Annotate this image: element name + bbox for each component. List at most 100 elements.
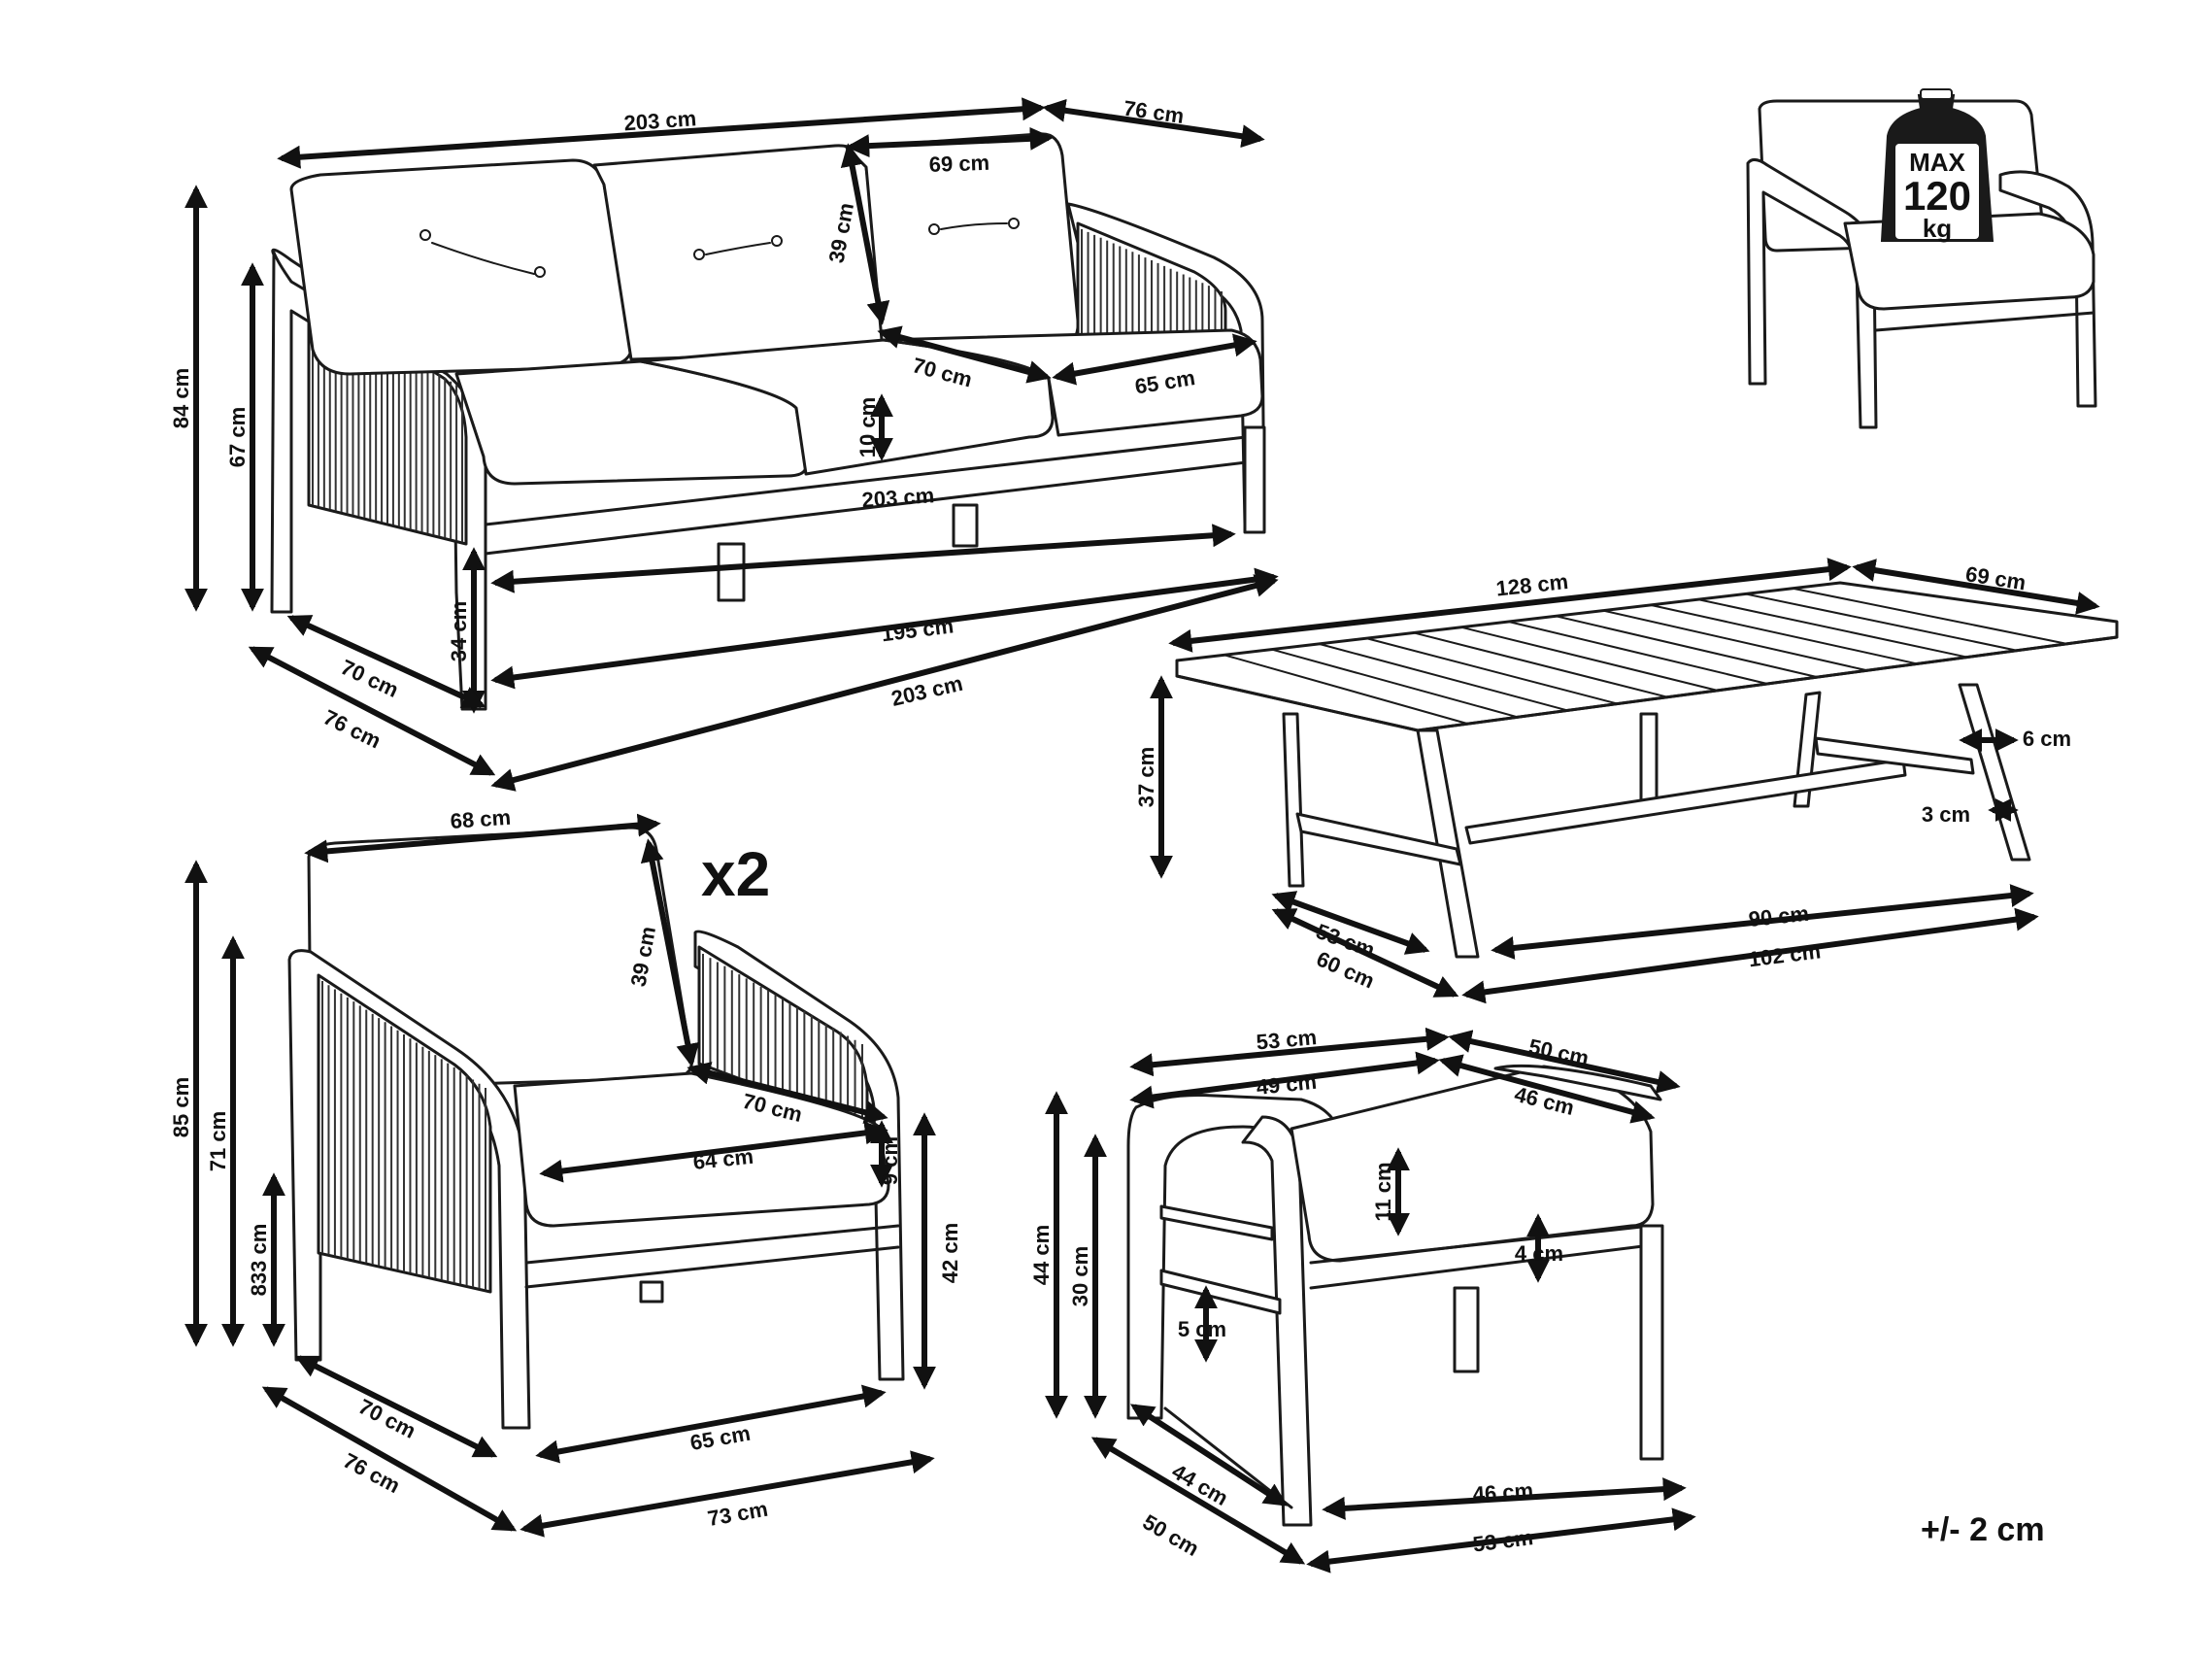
dim-label-sofa-back-width: 69 cm bbox=[928, 151, 989, 177]
dim-line-sofa-base-width bbox=[490, 574, 1279, 792]
weight-icon: MAX 120 kg bbox=[1880, 88, 1994, 243]
dim-sofa-leg-width: 195 cm bbox=[490, 567, 1279, 690]
dim-table-bar-thick: 3 cm bbox=[1922, 798, 2019, 827]
dim-chair-height: 85 cm bbox=[169, 860, 208, 1347]
dim-chair-seat-width: 64 cm bbox=[539, 1121, 888, 1183]
dim-sofa-cushion: 10 cm bbox=[855, 393, 893, 461]
dim-stool-total-width: 53 cm bbox=[1306, 1507, 1696, 1574]
dim-label-stool-width-in: 49 cm bbox=[1255, 1069, 1318, 1100]
dim-label-chair-cushion: 9 cm bbox=[878, 1136, 902, 1185]
dim-chair-arm-height: 71 cm bbox=[206, 935, 245, 1347]
dim-stool-bar: 5 cm bbox=[1178, 1285, 1226, 1363]
dim-chair-seat-height: 833 cm bbox=[247, 1172, 285, 1347]
dim-label-chair-back-width: 68 cm bbox=[450, 805, 512, 833]
dim-line-chair-seat-width bbox=[539, 1121, 888, 1183]
dim-label-chair-seat-height: 833 cm bbox=[247, 1224, 271, 1297]
dim-chair-base-width: 65 cm bbox=[535, 1384, 887, 1464]
dim-label-table-outer-width: 102 cm bbox=[1747, 938, 1822, 971]
dim-line-table-length bbox=[1168, 558, 1852, 653]
dim-sofa-inner-width: 203 cm bbox=[490, 483, 1236, 593]
weight-capacity-thumbnail: MAX 120 kg bbox=[1746, 88, 2097, 429]
dim-line-stool-base-width bbox=[1322, 1477, 1687, 1520]
dim-label-table-leg-thick: 6 cm bbox=[2023, 727, 2071, 751]
dim-line-sofa-inner-width bbox=[490, 524, 1236, 593]
dim-label-chair-depth-side2: 76 cm bbox=[339, 1448, 404, 1498]
dim-label-chair-arm-height: 71 cm bbox=[206, 1111, 230, 1171]
dim-label-sofa-arm-height: 67 cm bbox=[225, 407, 250, 467]
dim-sofa-height: 84 cm bbox=[169, 185, 208, 612]
dim-line-chair-depth-side1 bbox=[294, 1355, 498, 1458]
dim-line-sofa-width-top bbox=[277, 97, 1046, 169]
chair-left-rope bbox=[321, 981, 486, 1290]
dim-stool-depth-side2: 50 cm bbox=[1090, 1437, 1306, 1565]
dim-sofa-depth-top: 76 cm bbox=[1042, 96, 1265, 149]
dim-line-chair-back-width bbox=[304, 813, 661, 863]
dim-line-chair-depth-side2 bbox=[261, 1386, 518, 1532]
dim-label-stool-bar: 5 cm bbox=[1178, 1317, 1226, 1341]
dim-line-sofa-back-height bbox=[840, 143, 890, 325]
dim-label-stool-base-width: 46 cm bbox=[1472, 1478, 1534, 1507]
dim-table-leg-thick: 6 cm bbox=[1959, 727, 2071, 752]
dim-line-table-outer-width bbox=[1461, 907, 2039, 1004]
dim-label-sofa-width-top: 203 cm bbox=[623, 106, 697, 135]
dim-label-table-bar-thick: 3 cm bbox=[1922, 802, 1970, 827]
dim-label-table-inner-width: 90 cm bbox=[1747, 901, 1810, 931]
dim-stool-base-width: 46 cm bbox=[1322, 1477, 1687, 1520]
dim-label-sofa-inner-width: 203 cm bbox=[861, 483, 935, 512]
dim-line-chair-seat-depth bbox=[687, 1062, 888, 1124]
dim-label-table-width: 69 cm bbox=[1963, 561, 2028, 594]
dim-line-stool-depth-side2 bbox=[1090, 1437, 1306, 1565]
dim-chair-cushion: 9 cm bbox=[870, 1120, 902, 1188]
dim-line-sofa-seat-width bbox=[1052, 333, 1257, 386]
dim-label-chair-front-height: 42 cm bbox=[938, 1223, 962, 1283]
dim-label-stool-frame: 4 cm bbox=[1515, 1241, 1563, 1266]
dim-label-sofa-leg-height: 34 cm bbox=[447, 601, 471, 661]
dim-line-stool-depth-in bbox=[1438, 1054, 1656, 1124]
dim-label-stool-mid-height: 30 cm bbox=[1068, 1246, 1092, 1306]
dim-sofa-width-top: 203 cm bbox=[277, 97, 1046, 169]
tolerance-note: +/- 2 cm bbox=[1921, 1511, 2045, 1548]
dim-sofa-arm-height: 67 cm bbox=[225, 262, 264, 612]
weight-value: 120 bbox=[1903, 173, 1971, 219]
dim-stool-mid-height: 30 cm bbox=[1068, 1134, 1107, 1419]
dim-label-sofa-cushion: 10 cm bbox=[855, 397, 880, 457]
dim-label-stool-width-top: 53 cm bbox=[1256, 1025, 1318, 1054]
weight-max-label: MAX bbox=[1909, 148, 1965, 177]
chair-quantity-label: x2 bbox=[701, 839, 770, 909]
dim-line-sofa-depth-side2 bbox=[248, 646, 496, 776]
dim-label-table-length: 128 cm bbox=[1494, 569, 1569, 601]
dim-label-chair-total-width: 73 cm bbox=[706, 1497, 770, 1531]
dim-line-sofa-seat-depth bbox=[877, 325, 1052, 384]
dim-table-height: 37 cm bbox=[1134, 675, 1173, 879]
dim-table-depth-outer: 60 cm bbox=[1271, 908, 1459, 998]
dim-line-chair-base-width bbox=[535, 1384, 887, 1464]
dim-stool-width-top: 53 cm bbox=[1129, 1025, 1450, 1077]
dim-stool-depth-side1: 44 cm bbox=[1129, 1404, 1289, 1510]
dim-line-stool-total-width bbox=[1306, 1507, 1696, 1574]
dim-line-table-width bbox=[1852, 559, 2100, 615]
dim-label-chair-height: 85 cm bbox=[169, 1077, 193, 1137]
dim-line-chair-back-height bbox=[640, 838, 700, 1067]
dim-label-stool-cushion: 11 cm bbox=[1371, 1162, 1395, 1221]
dim-label-stool-total-width: 53 cm bbox=[1471, 1525, 1534, 1556]
dim-chair-total-width: 73 cm bbox=[519, 1450, 935, 1538]
dim-stool-frame: 4 cm bbox=[1515, 1213, 1563, 1283]
dim-label-sofa-depth-top: 76 cm bbox=[1123, 96, 1186, 128]
armchair-illustration bbox=[287, 826, 905, 1430]
cushion-tufting bbox=[419, 218, 1020, 278]
dim-table-inner-width: 90 cm bbox=[1491, 884, 2034, 960]
dim-stool-cushion: 11 cm bbox=[1371, 1147, 1410, 1236]
dim-table-depth-inner: 53 cm bbox=[1271, 891, 1430, 963]
dim-line-table-depth-outer bbox=[1271, 908, 1459, 998]
dim-line-stool-width-in bbox=[1129, 1051, 1440, 1109]
dim-label-table-height: 37 cm bbox=[1134, 747, 1158, 807]
dim-label-stool-depth-side2: 50 cm bbox=[1139, 1509, 1204, 1561]
dim-stool-width-in: 49 cm bbox=[1129, 1051, 1440, 1109]
dim-chair-back-width: 68 cm bbox=[304, 805, 661, 863]
weight-unit: kg bbox=[1923, 214, 1952, 243]
dim-line-sofa-depth-top bbox=[1042, 98, 1265, 149]
dim-line-chair-total-width bbox=[519, 1450, 935, 1538]
